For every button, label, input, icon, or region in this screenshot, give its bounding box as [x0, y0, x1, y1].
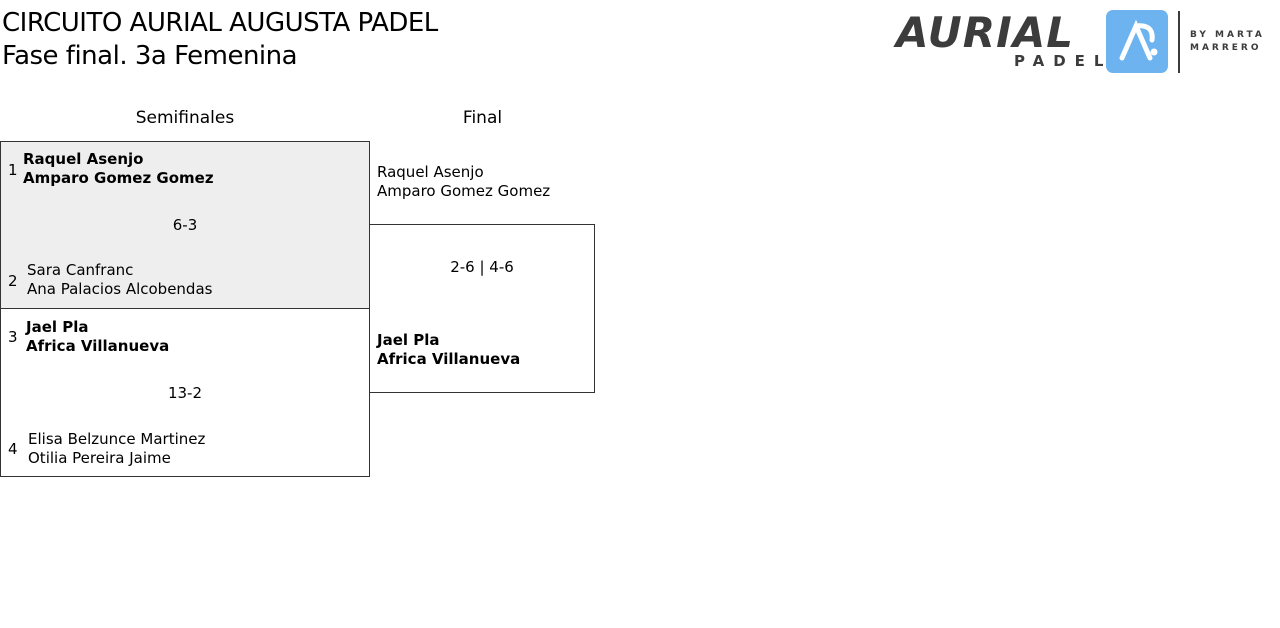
logo-sub: PADEL — [1014, 52, 1113, 70]
player-name: Africa Villanueva — [26, 337, 170, 355]
page-title: CIRCUITO AURIAL AUGUSTA PADEL — [2, 8, 438, 38]
logo-by: BY MARTA MARRERO — [1190, 30, 1265, 53]
player-name: Ana Palacios Alcobendas — [27, 280, 213, 298]
logo-brand: AURIAL — [896, 8, 1074, 57]
match-score: 2-6 | 4-6 — [450, 258, 514, 276]
player-name: Jael Pla — [377, 331, 440, 349]
player-name: Raquel Asenjo — [23, 150, 144, 168]
logo-divider — [1178, 11, 1180, 73]
player-name: Sara Canfranc — [27, 261, 134, 279]
player-name: Jael Pla — [26, 318, 89, 336]
logo-ap-icon — [1106, 10, 1168, 73]
player-name: Amparo Gomez Gomez — [23, 169, 214, 187]
player-name: Raquel Asenjo — [377, 163, 484, 181]
seed: 2 — [8, 272, 18, 290]
page-subtitle: Fase final. 3a Femenina — [2, 41, 298, 71]
seed: 4 — [8, 440, 18, 458]
aurial-logo: AURIAL PADEL BY MARTA MARRERO — [896, 8, 1276, 76]
round-header-semifinals: Semifinales — [135, 108, 235, 128]
player-name: Elisa Belzunce Martinez — [28, 430, 206, 448]
match-score: 13-2 — [167, 384, 203, 402]
match-score: 6-3 — [172, 216, 198, 234]
player-name: Amparo Gomez Gomez — [377, 182, 551, 200]
player-name: Africa Villanueva — [377, 350, 521, 368]
seed: 1 — [8, 161, 18, 179]
round-header-final: Final — [462, 108, 503, 128]
player-name: Otilia Pereira Jaime — [28, 449, 171, 467]
seed: 3 — [8, 328, 18, 346]
